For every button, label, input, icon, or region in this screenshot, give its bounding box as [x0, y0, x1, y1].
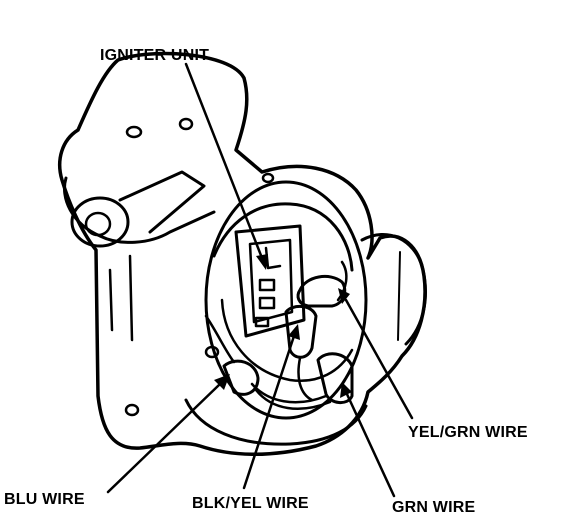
distributor-cavity: [204, 180, 368, 420]
label-grn-wire: GRN WIRE: [392, 499, 476, 516]
wire-connectors: [204, 260, 354, 410]
blu-arrowhead: [214, 374, 230, 390]
blk-yel-arrowhead: [288, 324, 300, 340]
label-igniter-unit: IGNITER UNIT: [100, 47, 209, 64]
grn-arrowhead: [340, 382, 352, 398]
yel-grn-arrowhead: [338, 288, 350, 304]
igniter-unit-module: [234, 224, 306, 338]
label-blu-wire: BLU WIRE: [4, 491, 85, 508]
igniter-arrowhead: [256, 254, 268, 270]
label-blk-yel-wire: BLK/YEL WIRE: [192, 495, 309, 512]
label-yel-grn-wire: YEL/GRN WIRE: [408, 424, 528, 441]
leader-lines: [106, 62, 414, 498]
